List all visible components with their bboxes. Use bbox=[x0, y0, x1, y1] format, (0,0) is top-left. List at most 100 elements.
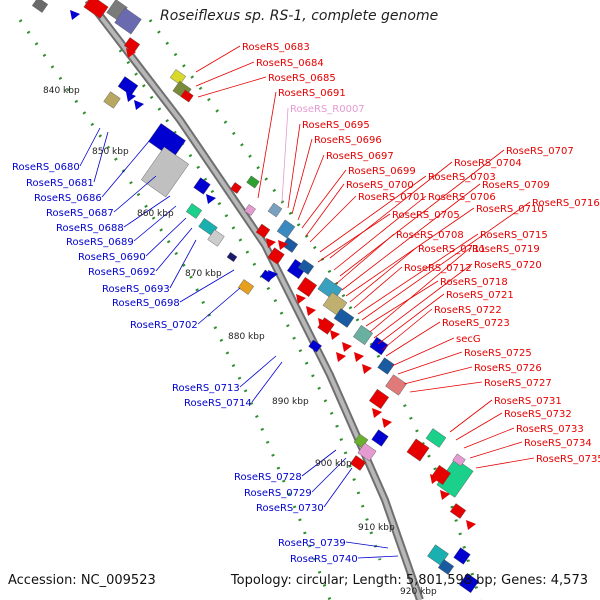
leader-line bbox=[123, 195, 171, 228]
leader-line bbox=[113, 175, 157, 213]
leader-line bbox=[179, 269, 235, 303]
gene-feature bbox=[371, 429, 389, 447]
gene-label-reverse: RoseRS_0680 bbox=[12, 162, 80, 173]
gene-feature bbox=[207, 229, 225, 247]
kbp-label: 910 kbp bbox=[358, 523, 395, 533]
gene-feature bbox=[333, 308, 355, 328]
gene-feature bbox=[276, 219, 296, 239]
gene-feature bbox=[117, 76, 139, 96]
leader-line bbox=[329, 161, 453, 259]
gene-feature bbox=[267, 247, 285, 265]
gene-arrow bbox=[266, 238, 276, 248]
leader-line bbox=[291, 138, 313, 215]
kbp-label: 900 kbp bbox=[315, 459, 352, 469]
leader-line bbox=[353, 266, 403, 309]
leader-line bbox=[301, 449, 337, 477]
gene-arrow bbox=[362, 364, 372, 374]
gene-arrow bbox=[312, 342, 322, 352]
gene-label-forward: RoseRS_0696 bbox=[314, 135, 382, 146]
gene-label-forward: RoseRS_0699 bbox=[348, 166, 416, 177]
middle-tick-ring bbox=[118, 49, 382, 561]
gene-label-forward: RoseRS_0704 bbox=[454, 158, 522, 169]
gene-feature bbox=[103, 91, 121, 109]
gene-label-reverse: RoseRS_0689 bbox=[66, 237, 134, 248]
gene-label-forward: RoseRS_0708 bbox=[396, 230, 464, 241]
leader-line bbox=[169, 239, 197, 289]
gene-feature bbox=[244, 204, 256, 216]
gene-arrow bbox=[318, 318, 328, 328]
gene-label-forward: RoseRS_0732 bbox=[504, 409, 572, 420]
gene-arrow bbox=[342, 342, 352, 352]
leader-line bbox=[319, 175, 427, 253]
leader-line bbox=[361, 201, 531, 321]
feature-layer bbox=[31, 0, 480, 594]
gene-label-forward: RoseRS_R0007 bbox=[290, 104, 365, 115]
kbp-label: 850 kbp bbox=[92, 147, 129, 157]
gene-arrow bbox=[330, 330, 340, 340]
leader-line bbox=[377, 293, 445, 345]
gene-label-forward: RoseRS_0703 bbox=[428, 172, 496, 183]
gene-label-forward: RoseRS_0709 bbox=[482, 180, 550, 191]
gene-feature bbox=[368, 388, 390, 410]
gene-label-forward: RoseRS_0727 bbox=[484, 378, 552, 389]
leader-line bbox=[345, 207, 475, 297]
gene-arrow bbox=[268, 270, 278, 280]
kbp-label: 920 kbp bbox=[400, 587, 437, 597]
gene-arrow bbox=[430, 474, 440, 484]
gene-label-forward: RoseRS_0721 bbox=[446, 290, 514, 301]
kbp-label: 890 kbp bbox=[272, 397, 309, 407]
gene-feature bbox=[357, 442, 377, 462]
leader-line bbox=[281, 107, 289, 203]
gene-label-forward: RoseRS_0706 bbox=[428, 192, 496, 203]
gene-label-forward: RoseRS_0711 bbox=[418, 244, 486, 255]
gene-label-reverse: RoseRS_0698 bbox=[112, 298, 180, 309]
leader-line bbox=[391, 337, 455, 367]
gene-feature bbox=[317, 277, 343, 301]
gene-feature bbox=[237, 279, 255, 295]
gene-feature bbox=[255, 223, 271, 239]
genome-summary: Topology: circular; Length: 5,801,598 bp… bbox=[230, 573, 588, 588]
leader-line bbox=[409, 381, 483, 393]
gene-feature bbox=[281, 237, 299, 253]
leader-line bbox=[251, 361, 283, 403]
gene-label-reverse: RoseRS_0730 bbox=[256, 503, 324, 514]
gene-label-forward: RoseRS_0720 bbox=[474, 260, 542, 271]
gene-feature bbox=[226, 251, 238, 263]
gene-label-forward: RoseRS_0705 bbox=[392, 210, 460, 221]
gene-label-forward: RoseRS_0726 bbox=[474, 363, 542, 374]
gene-arrow bbox=[372, 408, 382, 418]
gene-label-forward: RoseRS_0719 bbox=[472, 244, 540, 255]
leader-line bbox=[323, 467, 353, 508]
gene-arrow bbox=[278, 240, 288, 250]
gene-label-forward: RoseRS_0707 bbox=[506, 146, 574, 157]
gene-arrow bbox=[206, 194, 216, 204]
leader-line bbox=[475, 457, 535, 469]
gene-arrow bbox=[70, 10, 80, 20]
leader-line bbox=[357, 233, 479, 315]
gene-label-forward: RoseRS_0691 bbox=[278, 88, 346, 99]
leader-line bbox=[365, 280, 439, 327]
leader-line bbox=[145, 217, 187, 257]
gene-arrow bbox=[440, 490, 450, 500]
backbone-layer bbox=[84, 0, 424, 600]
gene-label-forward: RoseRS_0684 bbox=[256, 58, 324, 69]
gene-label-reverse: RoseRS_0729 bbox=[244, 488, 312, 499]
gene-label-reverse: RoseRS_0686 bbox=[34, 193, 102, 204]
gene-feature bbox=[369, 336, 389, 356]
leader-line bbox=[93, 131, 109, 183]
leader-line bbox=[341, 183, 481, 291]
gene-arrow bbox=[126, 92, 136, 102]
leader-line bbox=[133, 205, 177, 242]
map-title: Roseiflexus sp. RS-1, complete genome bbox=[160, 8, 439, 24]
gene-label-forward: RoseRS_0712 bbox=[404, 263, 472, 274]
gene-arrow bbox=[336, 352, 346, 362]
gene-arrow bbox=[296, 294, 306, 304]
gene-feature bbox=[385, 374, 407, 396]
gene-arrow bbox=[134, 100, 144, 110]
gene-label-reverse: RoseRS_0687 bbox=[46, 208, 114, 219]
gene-label-forward: RoseRS_0710 bbox=[476, 204, 544, 215]
gene-label-forward: RoseRS_0731 bbox=[494, 396, 562, 407]
gene-label-reverse: RoseRS_0693 bbox=[102, 284, 170, 295]
